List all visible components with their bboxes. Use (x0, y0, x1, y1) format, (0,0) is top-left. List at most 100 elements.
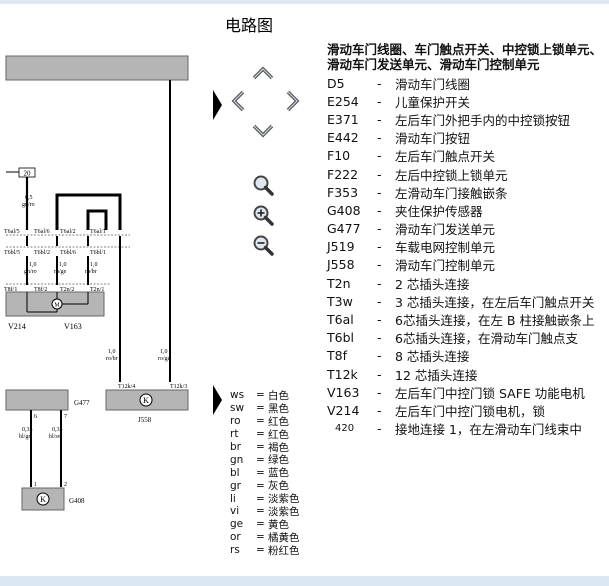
legend-item: E371-左后车门外把手内的中控锁按钮 (327, 110, 594, 128)
zoom-button[interactable] (252, 174, 274, 196)
pan-left-button[interactable] (227, 90, 249, 112)
zoom-in-button[interactable] (252, 204, 274, 226)
wire-size-label: 1,0 (59, 262, 67, 268)
color-name: 粉红色 (268, 544, 300, 557)
legend-title-line: 滑动车门线圈、车门触点开关、中控锁上锁单元、 (327, 42, 603, 57)
pointer-triangle-icon (213, 385, 222, 415)
color-eq: = (256, 518, 265, 531)
connector-label: T6bl/2 (34, 250, 50, 256)
color-name: 绿色 (268, 454, 289, 467)
wire-size-label: 1,0 (29, 262, 37, 268)
circuit-schematic[interactable]: 20 0,5 gn/ro T6al/5 T6al/6 T6al/2 T6al/1… (0, 40, 200, 520)
connector-label: T6bl/1 (90, 250, 106, 256)
wire-size-label: 1,0 (90, 262, 98, 268)
legend-code: V163 (327, 384, 360, 400)
color-name: 蓝色 (268, 467, 289, 480)
connector-label: T6bl/5 (4, 250, 20, 256)
zoom-out-icon (253, 235, 274, 256)
color-code: br (230, 441, 241, 453)
color-name: 淡紫色 (268, 493, 300, 506)
legend-dash: - (377, 130, 382, 146)
legend-dash: - (377, 184, 382, 200)
zoom-in-icon (253, 205, 274, 226)
wire-size-label: 0,5 (25, 195, 33, 201)
legend-desc: 6芯插头连接，在左 B 柱接触嵌条上 (395, 313, 595, 329)
wire-color-label: bl/gn (19, 434, 31, 440)
legend-desc: 6芯插头连接，在滑动车门触点支 (395, 331, 578, 347)
wire-color-label: ro/br (85, 269, 97, 275)
color-name: 淡紫色 (268, 505, 300, 518)
legend-item: J519-车载电网控制单元 (327, 238, 594, 256)
pan-down-button[interactable] (252, 120, 274, 142)
legend-desc: 12 芯插头连接 (395, 367, 478, 383)
legend-dash: - (377, 75, 382, 91)
pin-label: 2 (64, 482, 67, 488)
legend-code: J558 (327, 257, 355, 273)
color-key-item: rt=红色 (230, 428, 300, 441)
arrow-up-icon (252, 66, 274, 80)
legend-dash: - (377, 275, 382, 291)
legend-code: F10 (327, 148, 351, 164)
motor-symbol-letter: M (54, 303, 60, 309)
legend-desc: 滑动车门发送单元 (395, 222, 496, 238)
legend-dash: - (377, 312, 382, 328)
connector-label: T6al/5 (4, 229, 20, 235)
connector-label: T6al/1 (90, 229, 106, 235)
arrow-down-icon (252, 124, 274, 138)
legend-dash: - (377, 384, 382, 400)
wire-size-label: 1,0 (108, 349, 116, 355)
legend-item: E254-儿童保护开关 (327, 92, 594, 110)
color-eq: = (256, 505, 265, 518)
color-eq: = (256, 402, 265, 415)
color-code: rs (230, 544, 240, 557)
legend-item: G477-滑动车门发送单元 (327, 220, 594, 238)
legend-code: T12k (327, 366, 358, 382)
color-code: rt (230, 428, 239, 441)
color-key-item: br=褐色 (230, 441, 300, 454)
legend-code: G408 (327, 202, 361, 218)
zoom-icon (253, 175, 274, 196)
legend-desc: 左后车门触点开关 (395, 149, 496, 165)
wire-size-label: 0,35 (52, 427, 63, 433)
legend-code: D5 (327, 75, 345, 91)
legend-desc: 左后中控锁上锁单元 (395, 167, 508, 183)
color-eq: = (256, 466, 265, 479)
wire-size-label: 1,0 (160, 349, 168, 355)
legend-code: F353 (327, 184, 359, 200)
legend-desc: 滑动车门按钮 (395, 131, 471, 147)
connector-label: T12k/4 (118, 384, 135, 390)
pan-right-button[interactable] (282, 90, 304, 112)
zoom-out-button[interactable] (252, 234, 274, 256)
color-eq: = (256, 479, 265, 492)
legend-dash: - (377, 111, 382, 127)
legend-dash: - (377, 348, 382, 364)
color-key-item: bl=蓝色 (230, 466, 300, 480)
legend-desc: 儿童保护开关 (395, 94, 471, 110)
color-code: gn (230, 453, 244, 466)
legend-item: T6al-6芯插头连接，在左 B 柱接触嵌条上 (327, 310, 594, 328)
color-key-item: ge=黄色 (230, 518, 300, 531)
bottom-strip (0, 576, 609, 586)
color-eq: = (256, 544, 265, 557)
legend-desc: 左滑动车门接触嵌条 (395, 185, 508, 201)
legend-desc: 3 芯插头连接，在左后车门触点开关 (395, 294, 595, 310)
color-name: 橘黄色 (268, 531, 300, 544)
legend-item: E442-滑动车门按钮 (327, 129, 594, 147)
legend-dash: - (377, 366, 382, 382)
legend-item: T6bl-6芯插头连接，在滑动车门触点支 (327, 329, 594, 347)
legend-item: F10-左后车门触点开关 (327, 147, 594, 165)
color-code: li (230, 492, 236, 505)
color-key-item: ro=红色 (230, 415, 300, 428)
connector-row-t6bl: T6bl/5 T6bl/2 T6bl/6 T6bl/1 (4, 246, 130, 256)
control-unit-j558-label: J558 (138, 416, 152, 424)
pan-up-button[interactable] (252, 62, 274, 84)
legend-desc: 接地连接 1，在左滑动车门线束中 (395, 422, 582, 438)
legend-code: 420 (335, 423, 355, 435)
legend-item: J558-滑动车门控制单元 (327, 256, 594, 274)
color-code: or (230, 531, 241, 544)
legend-dash: - (377, 93, 382, 109)
legend-dash: - (377, 166, 382, 182)
legend-item: G408-夹住保护传感器 (327, 201, 594, 219)
color-code: gr (230, 479, 241, 492)
legend-item: T8f-8 芯插头连接 (327, 347, 594, 365)
